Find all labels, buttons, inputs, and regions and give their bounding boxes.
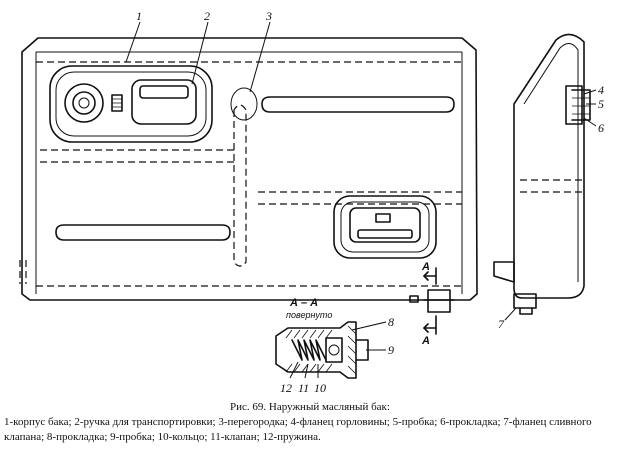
tank-side-view — [493, 33, 585, 299]
caption-title: Рис. 69. Наружный масляный бак: — [230, 401, 390, 413]
drain-fitting — [409, 289, 455, 313]
section-title: А – А — [289, 297, 318, 309]
filler-neck-recess — [49, 65, 213, 143]
label-12: 12 — [280, 381, 292, 395]
label-7: 7 — [498, 317, 505, 331]
side-slot-lower — [55, 224, 231, 241]
label-10: 10 — [314, 381, 326, 395]
label-6: 6 — [598, 121, 604, 135]
label-8: 8 — [388, 315, 394, 329]
label-2: 2 — [204, 9, 210, 23]
oil-tank-drawing: 1 2 3 4 5 6 7 8 9 10 11 12 А – А поверну… — [19, 9, 604, 395]
side-slot-upper — [261, 96, 455, 113]
section-marker-top: А — [421, 261, 430, 273]
transport-handle-top — [131, 79, 197, 125]
label-1: 1 — [136, 9, 142, 23]
section-marker-bottom: А — [421, 335, 430, 347]
label-4: 4 — [598, 83, 604, 97]
section-subtitle: повернуто — [286, 310, 332, 320]
section-a-a — [275, 321, 369, 379]
side-drain-flange — [513, 293, 537, 315]
drain-recess — [333, 195, 437, 259]
figure-caption: Рис. 69. Наружный масляный бак: 1-корпус… — [4, 400, 616, 445]
label-5: 5 — [598, 97, 604, 111]
tank-body — [19, 37, 478, 301]
caption-legend: 1-корпус бака; 2-ручка для транспортиров… — [4, 416, 592, 443]
label-11: 11 — [298, 381, 309, 395]
section-marker — [423, 267, 437, 335]
leader-lines — [125, 21, 597, 379]
label-3: 3 — [265, 9, 272, 23]
label-9: 9 — [388, 343, 394, 357]
partition — [230, 87, 258, 267]
side-filler-neck — [565, 85, 591, 125]
